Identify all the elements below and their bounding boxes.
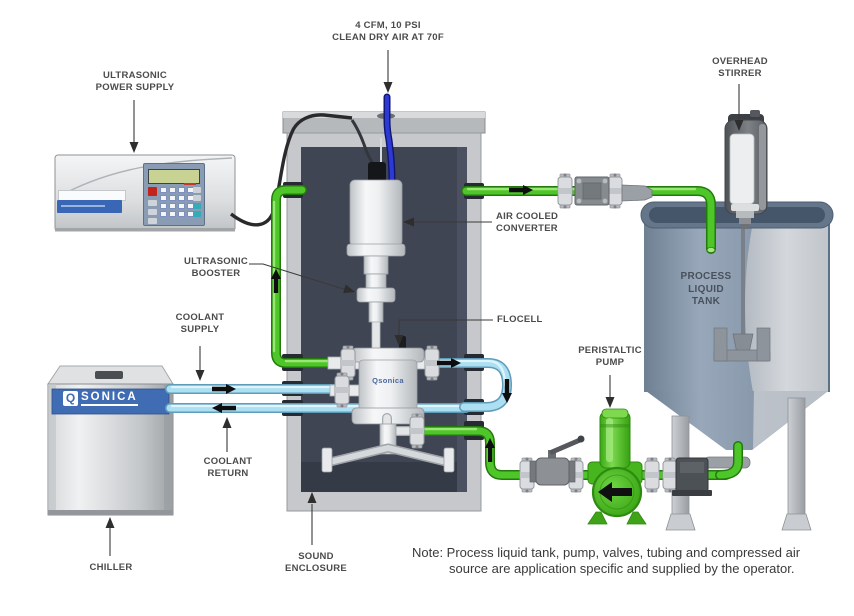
chiller-logo-text: SONICA	[81, 391, 138, 406]
clamp	[662, 457, 678, 493]
tank-foot-left	[665, 513, 696, 531]
tank-foot-right	[781, 513, 812, 531]
chiller-logo-q: Q	[63, 391, 78, 406]
chiller	[47, 365, 174, 516]
booster-flange	[356, 287, 396, 303]
pump-foot-right	[626, 511, 647, 525]
converter-body	[349, 179, 403, 247]
sound-enclosure-label: SOUND ENCLOSURE	[285, 551, 347, 574]
air-cooled-converter	[346, 162, 406, 289]
power-supply-accent-line	[57, 157, 233, 198]
rf-cable-interior	[350, 119, 376, 166]
inline-valve	[574, 176, 610, 206]
operator-note: Note: Process liquid tank, pump, valves,…	[412, 545, 801, 576]
power-supply-keypad	[143, 163, 205, 226]
converter-flange	[346, 243, 406, 257]
clamp	[557, 173, 573, 209]
clamp	[424, 345, 440, 381]
tube-adapter	[621, 184, 653, 202]
flocell-body	[358, 359, 418, 413]
ball-valve	[529, 435, 585, 486]
power-supply-label: ULTRASONIC POWER SUPPLY	[95, 70, 175, 93]
chiller-label: CHILLER	[89, 562, 133, 573]
clamp	[607, 173, 623, 209]
overhead-stirrer-motor	[724, 110, 768, 229]
flocell-stand-foot-right	[443, 447, 455, 473]
air-supply-tube	[383, 93, 396, 184]
coolant-return-label: COOLANT RETURN	[203, 456, 253, 479]
ultrasonic-booster-label: ULTRASONIC BOOSTER	[183, 256, 249, 279]
keypad-button	[148, 200, 157, 206]
pump-canister	[599, 411, 631, 469]
rf-cable	[229, 113, 353, 227]
leader-lines	[105, 50, 744, 556]
chiller-vent	[95, 371, 123, 379]
process-tube-tank-outlet	[715, 441, 743, 480]
tank-leg-right	[787, 397, 806, 517]
keypad-button	[148, 209, 157, 215]
clamp	[409, 413, 425, 449]
stirrer-impeller-right	[756, 327, 771, 362]
stirrer-shaft	[741, 226, 745, 352]
flocell-label: FLOCELL	[497, 314, 543, 325]
power-supply-base	[55, 228, 235, 232]
keypad-side-buttons	[193, 187, 201, 217]
flocell-stand-foot-left	[321, 447, 333, 473]
peristaltic-pump-label: PERISTALTIC PUMP	[578, 345, 642, 368]
keypad-display	[148, 169, 200, 184]
clamp	[334, 372, 350, 408]
coolant-supply-tube	[165, 384, 343, 394]
air-supply-label: 4 CFM, 10 PSI CLEAN DRY AIR AT 70F	[332, 20, 444, 43]
power-supply-brand-strip	[57, 200, 122, 213]
process-liquid-tank-label: PROCESS LIQUID TANK	[680, 271, 732, 307]
keypad-button	[148, 218, 157, 224]
stirrer-front-panel	[729, 133, 755, 205]
air-cooled-converter-label: AIR COOLED CONVERTER	[496, 211, 559, 234]
chiller-logo: Q SONICA	[63, 391, 138, 406]
ultrasonic-booster	[356, 287, 396, 351]
flocell-logo: Qsonica	[372, 376, 404, 385]
clamp	[644, 457, 660, 493]
stirrer-impeller-left	[713, 327, 728, 362]
peristaltic-pump	[587, 408, 647, 525]
tank-outlet-pipe	[703, 456, 751, 469]
converter-connector-cap	[368, 162, 386, 184]
keypad-red-button	[148, 187, 157, 196]
keypad-grid	[160, 187, 197, 217]
pump-foot-left	[587, 511, 608, 525]
pinch-valve	[672, 457, 712, 496]
coolant-supply-label: COOLANT SUPPLY	[175, 312, 225, 335]
tank-cutaway-inner	[745, 222, 828, 392]
flocell-stand-legs	[327, 445, 449, 465]
pump-direction-arrow	[598, 482, 632, 502]
overhead-stirrer-label: OVERHEAD STIRRER	[712, 56, 768, 79]
probe-shaft	[371, 321, 381, 351]
